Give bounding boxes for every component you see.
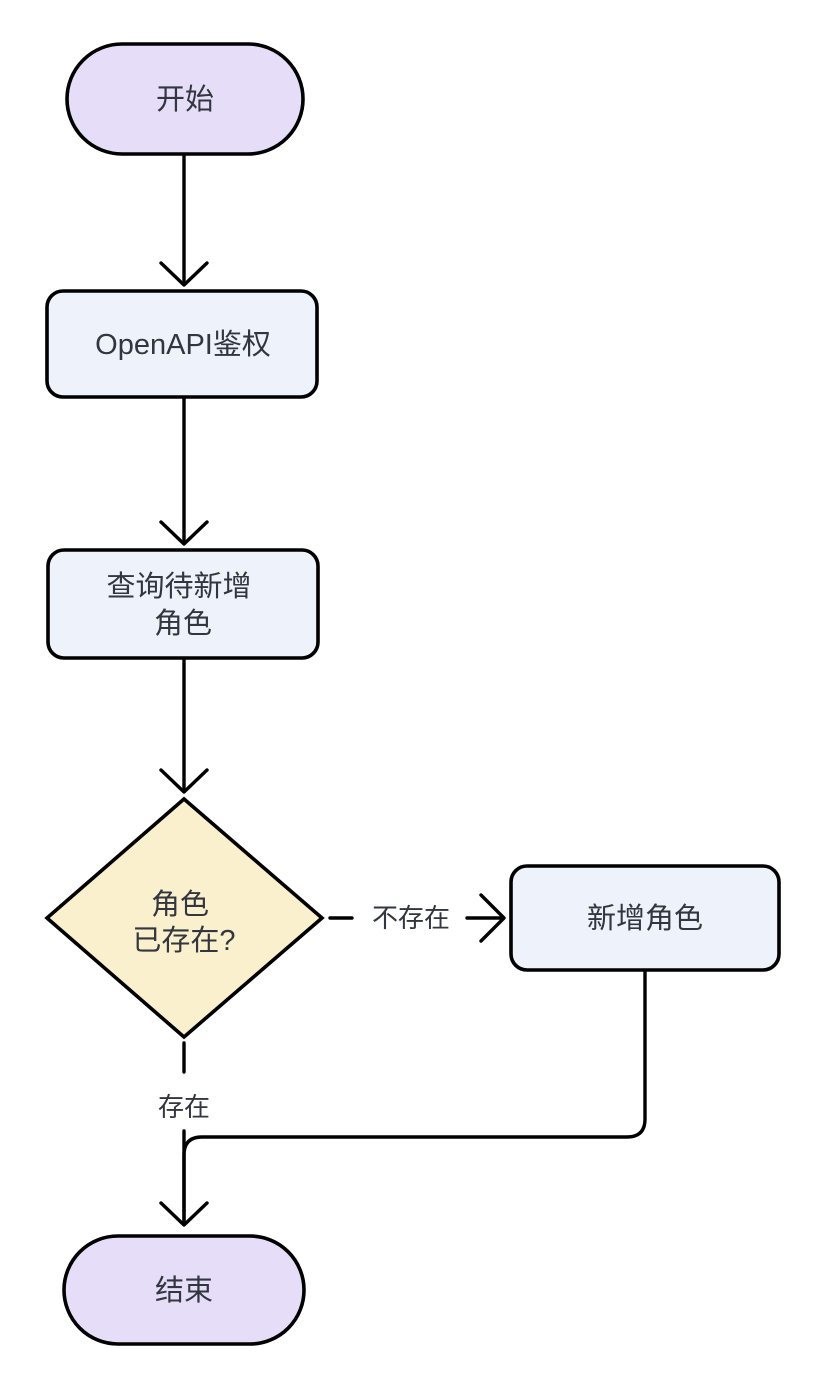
node-query-role: 查询待新增 角色	[46, 548, 320, 660]
edge-query-to-decision	[159, 657, 209, 794]
node-label-line-1: 查询待新增	[106, 570, 251, 603]
start-stadium-shape	[65, 42, 305, 156]
arrowhead-down-icon	[159, 1201, 209, 1227]
arrowhead-down-icon	[159, 261, 209, 287]
nodes: 开始 OpenAPI鉴权 查询待新增 角色 角色 已存在? 新增角色	[44, 42, 781, 1346]
process-rect-shape	[509, 864, 781, 972]
edge-label-not-exists: 不存在	[372, 903, 450, 933]
end-stadium-shape	[62, 1234, 306, 1346]
node-label: OpenAPI鉴权	[95, 328, 271, 361]
node-label-line-1: 角色	[151, 888, 209, 921]
edge-label-exists: 存在	[158, 1092, 210, 1122]
svg-text:角色 已存在?: 角色 已存在?	[132, 888, 235, 957]
node-label-line-2: 已存在?	[132, 924, 235, 957]
process-rect-shape	[46, 548, 320, 660]
node-label: 新增角色	[587, 902, 703, 935]
edge-add-to-end	[159, 969, 647, 1227]
arrowhead-down-icon	[159, 768, 209, 794]
node-openapi-auth: OpenAPI鉴权	[45, 289, 319, 399]
edge-decision-to-add: 不存在	[328, 893, 506, 943]
process-rect-shape	[45, 289, 319, 399]
edge-label-background	[360, 896, 462, 940]
edge-label-background	[150, 1086, 218, 1128]
node-label: 结束	[155, 1274, 213, 1307]
node-start: 开始	[65, 42, 305, 156]
node-label: 开始	[156, 83, 214, 116]
edge-start-to-auth	[159, 153, 209, 287]
arrowhead-right-icon	[479, 893, 506, 943]
edge-line	[182, 969, 647, 1226]
edge-auth-to-query	[159, 396, 209, 546]
decision-diamond-shape	[44, 796, 325, 1040]
svg-text:查询待新增 角色: 查询待新增 角色	[106, 570, 259, 640]
node-label-line-2: 角色	[154, 607, 212, 640]
arrowhead-down-icon	[159, 520, 209, 546]
node-add-role: 新增角色	[509, 864, 781, 972]
node-end: 结束	[62, 1234, 306, 1346]
edges: 不存在 存在	[150, 153, 647, 1227]
node-decision-role-exists: 角色 已存在?	[44, 796, 325, 1040]
